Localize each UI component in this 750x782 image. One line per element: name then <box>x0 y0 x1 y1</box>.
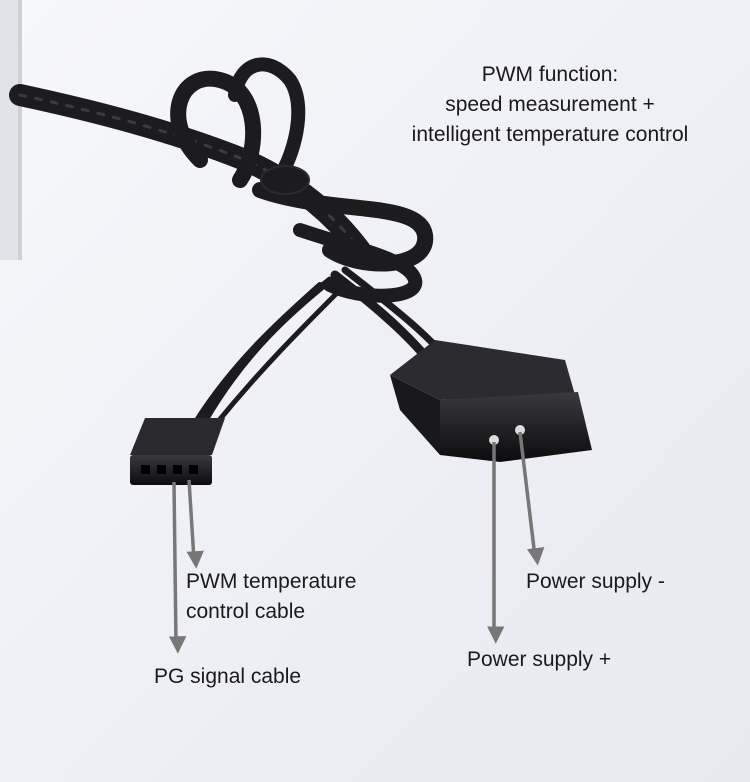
device-edge-shadow <box>18 0 22 260</box>
pointer-arrows <box>168 431 545 654</box>
molex-connector <box>390 340 592 462</box>
function-title-line1: PWM function: <box>481 63 619 86</box>
pg-cable-label: PG signal cable <box>154 665 302 688</box>
function-title-line2: speed measurement + <box>445 93 655 116</box>
arrow-power-neg <box>518 431 545 566</box>
function-title: PWM function: speed measurement + intell… <box>380 60 720 150</box>
pwm-cable-label-line2: control cable <box>186 600 306 623</box>
arrow-pg <box>168 481 187 654</box>
power-negative-label: Power supply - <box>526 570 665 593</box>
power-positive-label: Power supply + <box>467 648 612 671</box>
function-title-line3: intelligent temperature control <box>411 123 689 146</box>
pwm-cable-label-line1: PWM temperature <box>186 570 357 593</box>
braided-cable <box>9 57 434 303</box>
pwm-cable-label: PWM temperature control cable <box>186 567 356 627</box>
device-edge <box>0 0 20 260</box>
fan-4pin-connector <box>130 418 225 485</box>
arrow-pwm <box>186 479 204 569</box>
